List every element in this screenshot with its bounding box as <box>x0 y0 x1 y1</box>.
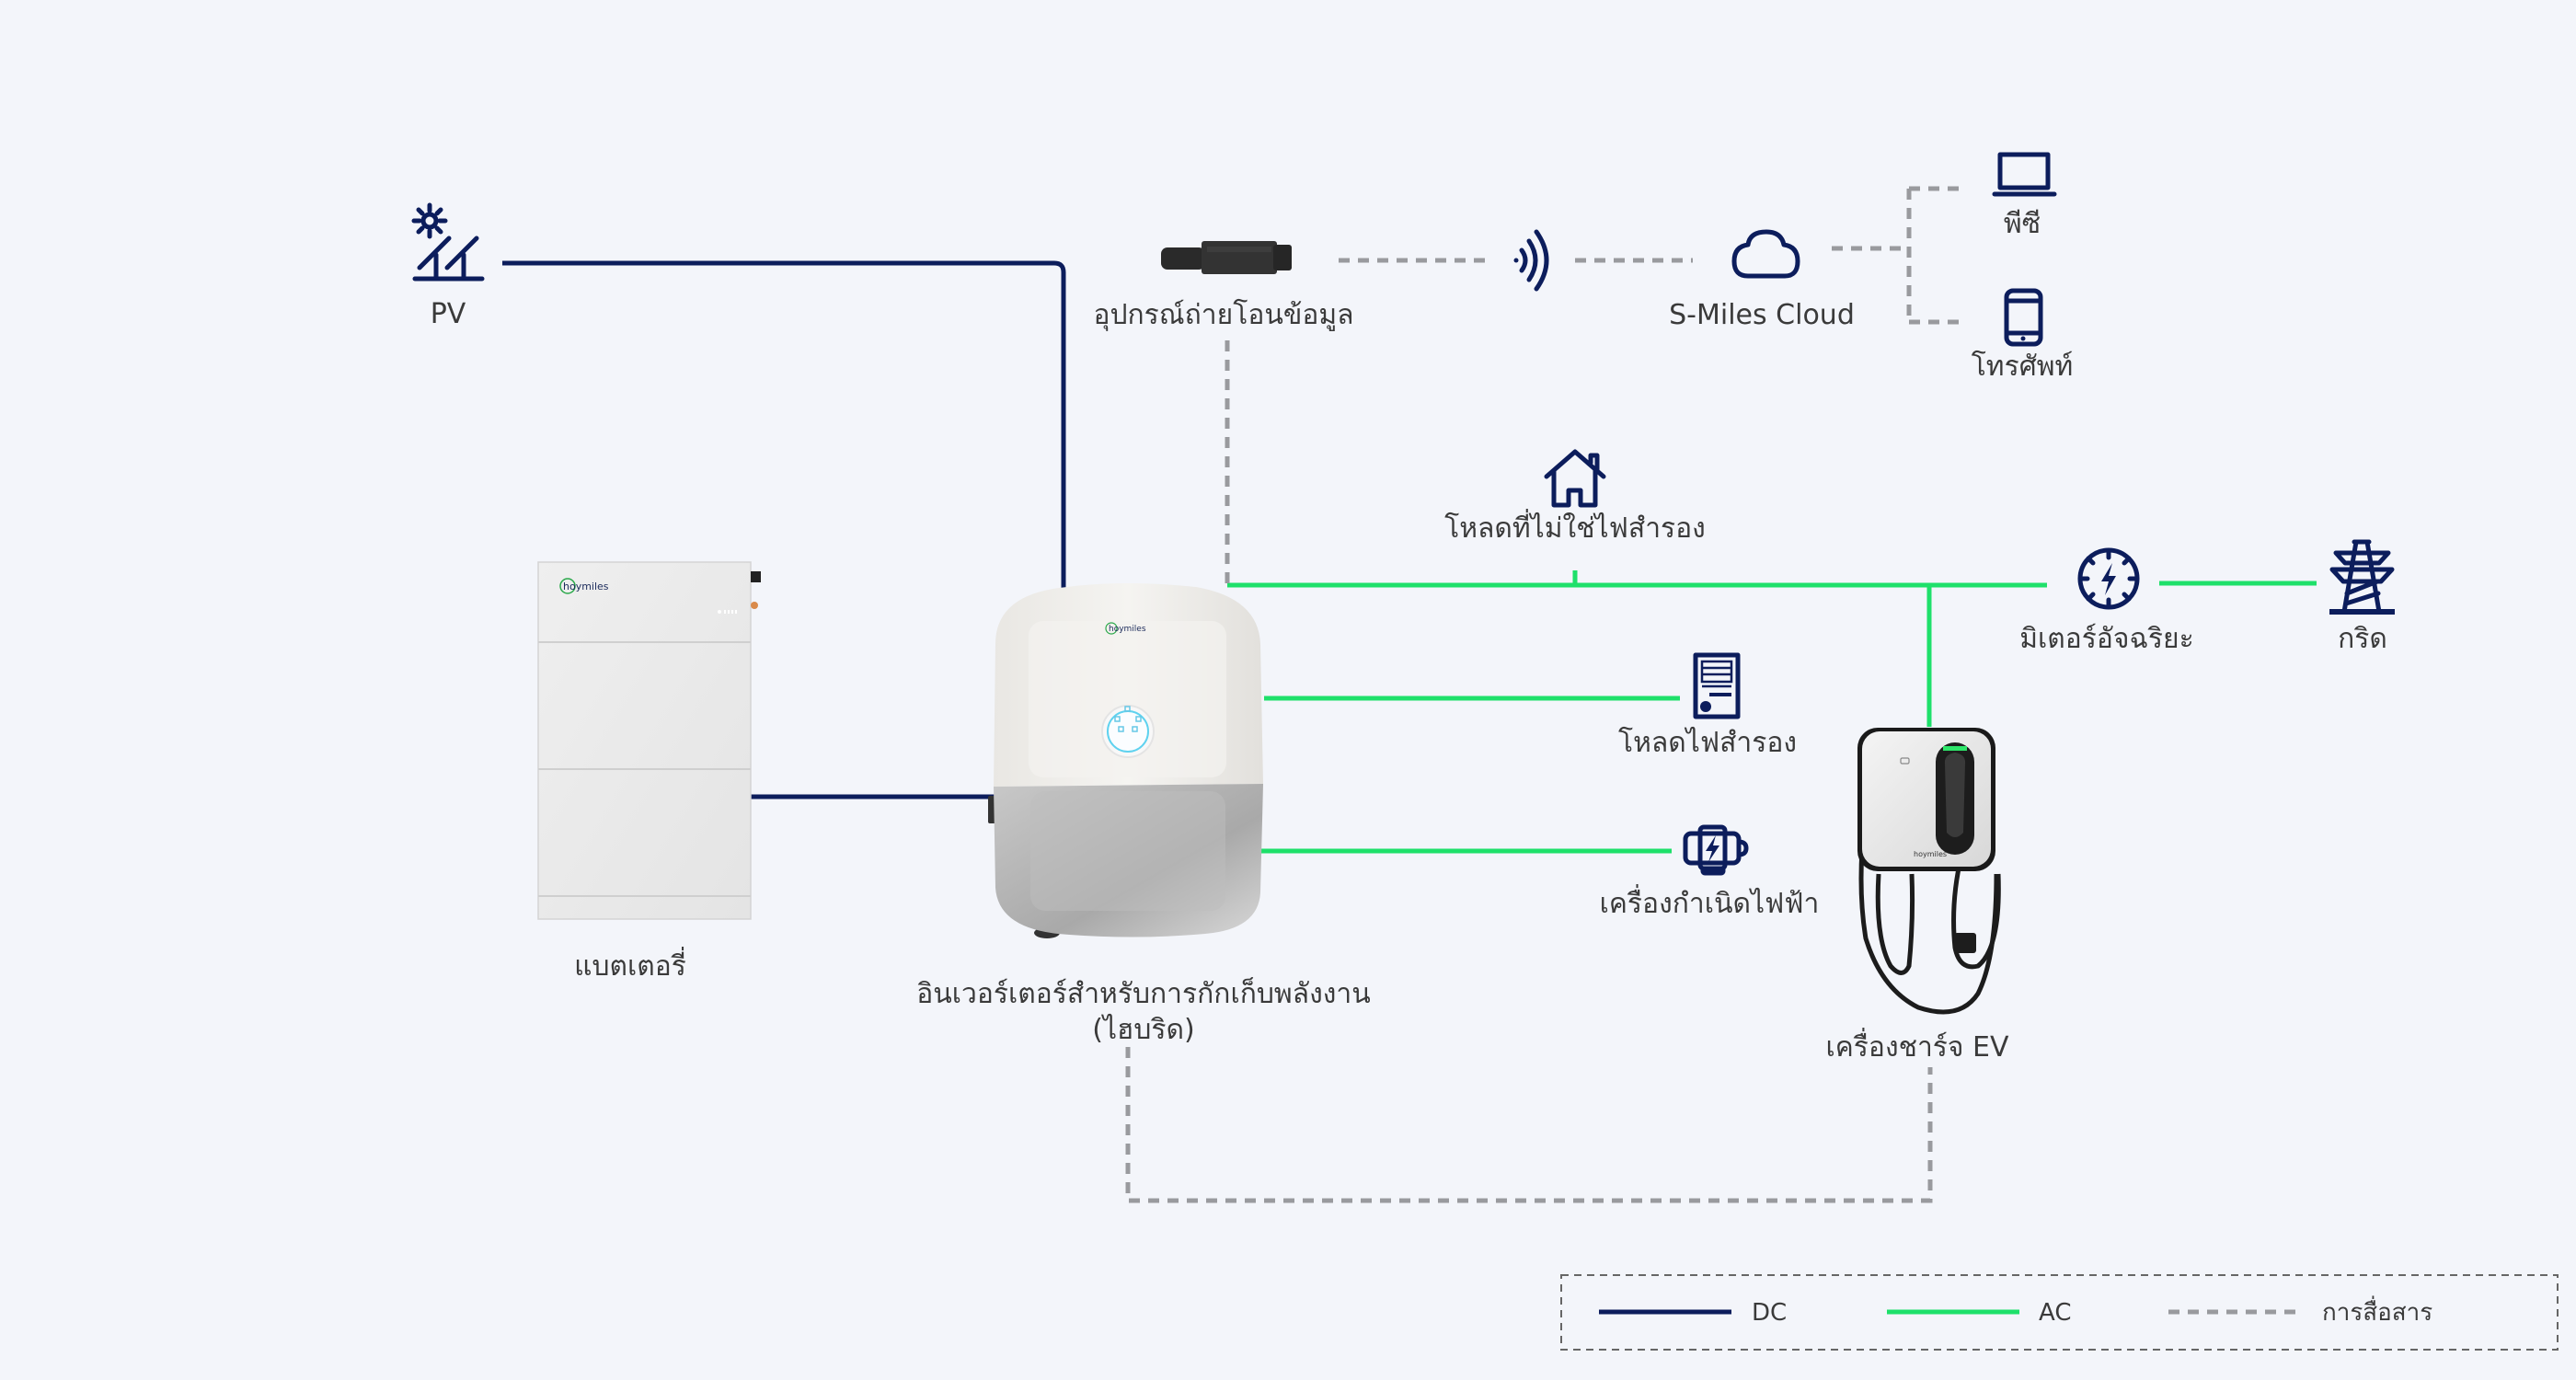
battery-node[interactable]: hoymiles แบตเตอรี่ <box>537 561 761 983</box>
ev-charger-label: เครื่องชาร์จ EV <box>1825 1028 2008 1064</box>
inverter-brand: hoymiles <box>1109 625 1146 634</box>
battery-image: hoymiles <box>537 561 761 920</box>
phone-label: โทรศัพท์ <box>1972 350 2074 383</box>
pc-node[interactable]: พีซี <box>1992 152 2057 240</box>
phone-node[interactable]: โทรศัพท์ <box>1972 288 2074 383</box>
non-backup-load-node[interactable]: โหลดที่ไม่ใช่ไฟสำรอง <box>1444 449 1706 545</box>
inverter-node[interactable]: hoymiles อินเวอร์เตอร์สำหรับการกักเก็บพล… <box>916 583 1371 1046</box>
legend-item-dc: DC <box>1599 1299 1787 1327</box>
generator-label: เครื่องกำเนิดไฟฟ้า <box>1600 884 1820 920</box>
dtu-node[interactable]: อุปกรณ์ถ่ายโอนข้อมูล <box>1093 241 1354 332</box>
cloud-icon <box>1731 229 1800 279</box>
house-icon <box>1544 449 1606 508</box>
battery-label: แบตเตอรี่ <box>574 947 686 983</box>
comm-line-cloud-devices <box>1832 186 1967 325</box>
pc-label: พีซี <box>2004 208 2041 240</box>
dc-lines <box>502 260 1066 799</box>
power-tower-icon <box>2329 539 2395 615</box>
grid-label: กริด <box>2338 623 2387 655</box>
cloud-node[interactable]: S-Miles Cloud <box>1669 229 1855 331</box>
legend-label-communication: การสื่อสาร <box>2322 1295 2432 1327</box>
legend-label-ac: AC <box>2039 1299 2071 1327</box>
legend-item-ac: AC <box>1887 1299 2071 1327</box>
dc-line-pv-inverter <box>502 260 1066 589</box>
battery-brand: hoymiles <box>563 581 609 592</box>
backup-load-node[interactable]: โหลดไฟสำรอง <box>1618 652 1797 759</box>
inverter-label-line2: (ไฮบริด) <box>1092 1013 1194 1046</box>
solar-panel-icon <box>411 202 485 282</box>
backup-load-label: โหลดไฟสำรอง <box>1618 726 1797 759</box>
phone-icon <box>2004 288 2043 347</box>
legend-label-dc: DC <box>1752 1299 1787 1327</box>
smart-meter-node[interactable]: มิเตอร์อัจฉริยะ <box>2019 547 2194 655</box>
non-backup-load-label: โหลดที่ไม่ใช่ไฟสำรอง <box>1444 509 1706 545</box>
smart-meter-icon <box>2077 547 2140 610</box>
ev-charger-brand: hoymiles <box>1914 850 1947 858</box>
comm-line-inverter-ev <box>1125 1047 1933 1203</box>
backup-load-icon <box>1693 652 1741 719</box>
legend: DC AC การสื่อสาร <box>1560 1274 2559 1351</box>
pv-node[interactable]: PV <box>411 202 485 330</box>
pv-label: PV <box>431 298 466 330</box>
data-transfer-dongle-image <box>1161 241 1292 274</box>
smart-meter-label: มิเตอร์อัจฉริยะ <box>2019 623 2193 655</box>
wireless-signal-icon <box>1513 229 1549 292</box>
laptop-icon <box>1992 152 2057 197</box>
inverter-image: hoymiles <box>988 583 1263 938</box>
legend-item-communication: การสื่อสาร <box>2168 1295 2432 1327</box>
generator-icon <box>1683 824 1749 876</box>
grid-node[interactable]: กริด <box>2329 539 2395 655</box>
cloud-label: S-Miles Cloud <box>1669 299 1855 331</box>
dtu-label: อุปกรณ์ถ่ายโอนข้อมูล <box>1093 298 1353 332</box>
communication-lines <box>1125 186 1967 1203</box>
legend-box <box>1560 1274 2559 1351</box>
inverter-label-line1: อินเวอร์เตอร์สำหรับการกักเก็บพลังงาน <box>916 976 1370 1010</box>
ev-charger-image: hoymiles <box>1857 728 2001 1015</box>
generator-node[interactable]: เครื่องกำเนิดไฟฟ้า <box>1600 824 1820 920</box>
ev-charger-node[interactable]: hoymiles เครื่องชาร์จ EV <box>1825 728 2009 1064</box>
ac-lines <box>1227 570 2317 854</box>
